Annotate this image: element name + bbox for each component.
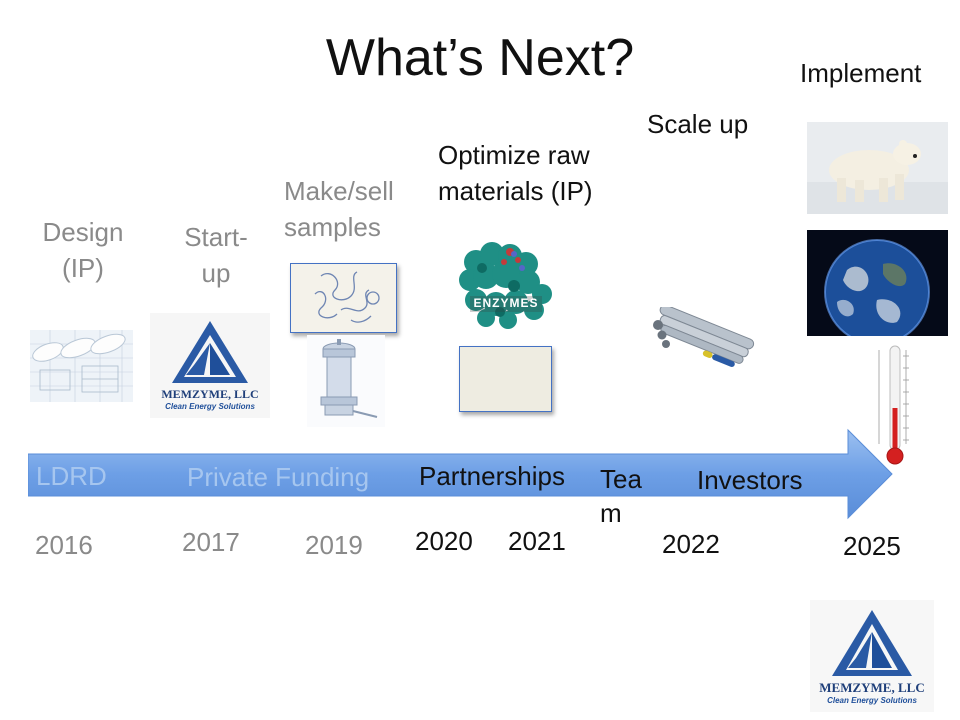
blueprint-image bbox=[30, 330, 133, 402]
timeline-arrow bbox=[28, 428, 893, 520]
footer-logo-tagline: Clean Energy Solutions bbox=[827, 696, 917, 705]
year-2017: 2017 bbox=[182, 527, 240, 557]
label-private-funding: Private Funding bbox=[187, 462, 370, 492]
year-2021: 2021 bbox=[508, 526, 566, 556]
label-team: Tea m bbox=[600, 464, 642, 528]
reactor-vessel-image bbox=[307, 335, 385, 427]
milestone-optimize: Optimize raw materials (IP) bbox=[438, 140, 593, 206]
slide-title: What’s Next? bbox=[325, 29, 635, 87]
membrane-tubes-image bbox=[648, 304, 756, 371]
year-2019: 2019 bbox=[305, 530, 363, 560]
year-2020: 2020 bbox=[415, 526, 473, 556]
memzyme-logo: MEMZYME, LLC Clean Energy Solutions bbox=[150, 313, 270, 418]
milestone-scale-up: Scale up bbox=[647, 109, 749, 139]
logo-tagline: Clean Energy Solutions bbox=[165, 402, 255, 411]
logo-name: MEMZYME, LLC bbox=[161, 387, 259, 401]
polar-bear-image bbox=[807, 122, 948, 214]
label-ldrd: LDRD bbox=[36, 461, 107, 491]
footer-logo-name: MEMZYME, LLC bbox=[819, 680, 925, 695]
milestone-implement: Implement bbox=[800, 58, 922, 88]
thermometer-icon bbox=[870, 344, 920, 468]
enzymes-label: ENZYMES bbox=[473, 296, 539, 310]
label-investors: Investors bbox=[697, 465, 803, 495]
year-2025: 2025 bbox=[843, 531, 901, 561]
year-2022: 2022 bbox=[662, 529, 720, 559]
protein-structure-image bbox=[290, 263, 397, 333]
milestone-startup: Start- up bbox=[184, 222, 248, 288]
earth-image bbox=[807, 230, 948, 345]
memzyme-logo-footer: MEMZYME, LLC Clean Energy Solutions bbox=[810, 600, 934, 712]
milestone-make-sell: Make/sell samples bbox=[284, 176, 394, 242]
empty-image-box bbox=[459, 346, 552, 412]
milestone-design: Design (IP) bbox=[42, 217, 124, 283]
label-partnerships: Partnerships bbox=[419, 461, 565, 491]
enzymes-image: ENZYMES bbox=[456, 240, 556, 332]
year-2016: 2016 bbox=[35, 530, 93, 560]
